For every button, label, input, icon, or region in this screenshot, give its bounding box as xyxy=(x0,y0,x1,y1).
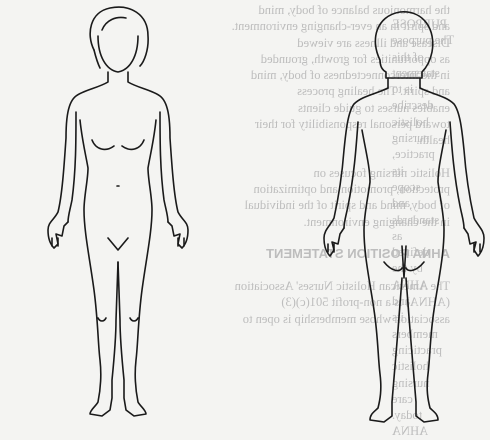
front-torso-left xyxy=(80,120,118,416)
back-left-outline xyxy=(324,88,388,256)
back-torso-right xyxy=(406,130,446,422)
front-face xyxy=(98,36,138,72)
back-head xyxy=(375,12,432,78)
body-outline-front xyxy=(28,0,204,437)
front-torso-right xyxy=(118,120,156,416)
front-right-outline xyxy=(128,72,188,248)
back-right-outline xyxy=(420,88,484,256)
back-torso-left xyxy=(362,130,402,422)
front-hair xyxy=(90,7,148,66)
body-outline-back xyxy=(314,0,490,437)
front-left-outline xyxy=(48,72,108,248)
